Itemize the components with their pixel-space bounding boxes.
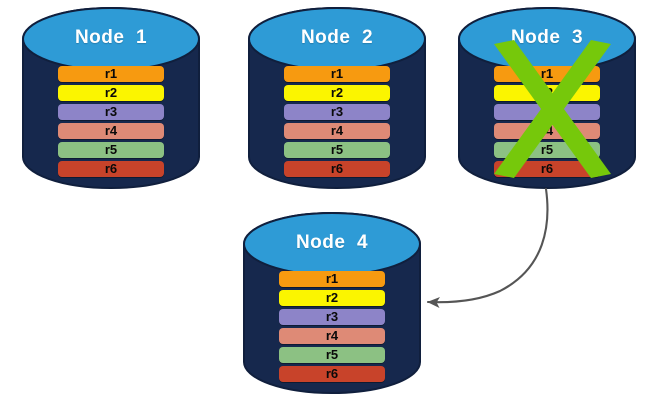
node-1-row-r2[interactable]: r2 xyxy=(57,85,165,101)
node-4-row-r1[interactable]: r1 xyxy=(278,271,386,287)
cylinder-top-ellipse xyxy=(458,7,636,71)
node-3-row-r3[interactable]: r3 xyxy=(493,104,601,120)
node-1-row-list: r1 r2 r3 r4 r5 r6 xyxy=(22,66,200,177)
cylinder-top-ellipse xyxy=(243,212,421,276)
node-4-row-r4[interactable]: r4 xyxy=(278,328,386,344)
node-4-row-r5[interactable]: r5 xyxy=(278,347,386,363)
node-1-row-r6[interactable]: r6 xyxy=(57,161,165,177)
node-1-row-r4[interactable]: r4 xyxy=(57,123,165,139)
node-3-row-r1[interactable]: r1 xyxy=(493,66,601,82)
node-2-row-r3[interactable]: r3 xyxy=(283,104,391,120)
node-4-row-r2[interactable]: r2 xyxy=(278,290,386,306)
node-3-row-list: r1 r2 r3 r4 r5 r6 xyxy=(458,66,636,177)
cylinder-top-ellipse xyxy=(22,7,200,71)
node-2-row-r6[interactable]: r6 xyxy=(283,161,391,177)
node-2-row-r2[interactable]: r2 xyxy=(283,85,391,101)
node-1-row-r1[interactable]: r1 xyxy=(57,66,165,82)
node-4-row-r6[interactable]: r6 xyxy=(278,366,386,382)
node-2-row-r1[interactable]: r1 xyxy=(283,66,391,82)
node-3-row-r2[interactable]: r2 xyxy=(493,85,601,101)
node-3-row-r4[interactable]: r4 xyxy=(493,123,601,139)
node-2-row-r5[interactable]: r5 xyxy=(283,142,391,158)
node-4-row-list: r1 r2 r3 r4 r5 r6 xyxy=(243,271,421,382)
node-2-row-list: r1 r2 r3 r4 r5 r6 xyxy=(248,66,426,177)
node-4-row-r3[interactable]: r3 xyxy=(278,309,386,325)
cylinder-top-ellipse xyxy=(248,7,426,71)
node-3-row-r5[interactable]: r5 xyxy=(493,142,601,158)
node-2-row-r4[interactable]: r4 xyxy=(283,123,391,139)
node-1-row-r3[interactable]: r3 xyxy=(57,104,165,120)
node-1-row-r5[interactable]: r5 xyxy=(57,142,165,158)
node-3-row-r6[interactable]: r6 xyxy=(493,161,601,177)
